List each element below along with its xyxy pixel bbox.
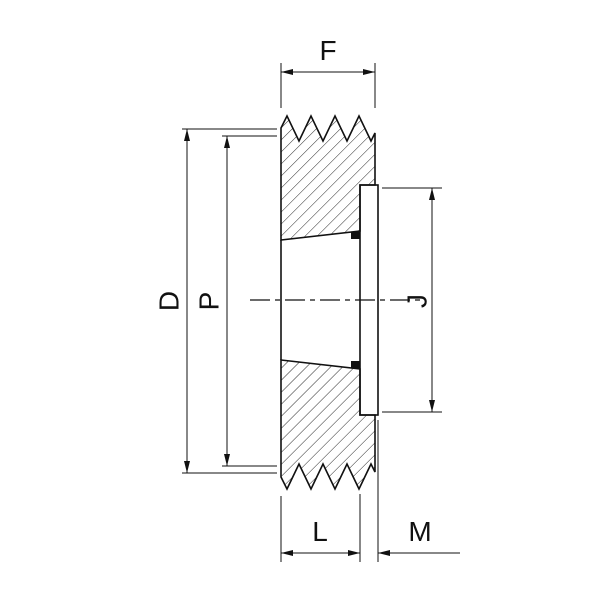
bore-notch-bottom bbox=[351, 361, 360, 368]
dim-label-P: P bbox=[193, 292, 224, 311]
arrowhead-left bbox=[378, 550, 390, 556]
pulley-rim-lower-section bbox=[280, 359, 376, 491]
dim-label-L: L bbox=[312, 516, 328, 547]
bore-notch-top bbox=[351, 232, 360, 239]
dim-label-F: F bbox=[319, 35, 336, 66]
pulley-rim-upper-section bbox=[280, 114, 376, 241]
dimension-P: P bbox=[193, 135, 277, 467]
arrowhead-left bbox=[281, 69, 293, 75]
arrowhead-left bbox=[281, 550, 293, 556]
arrowhead-right bbox=[348, 550, 360, 556]
dim-label-J: J bbox=[401, 294, 432, 308]
arrowhead-bottom bbox=[184, 461, 190, 473]
arrowhead-bottom bbox=[429, 400, 435, 412]
dim-label-D: D bbox=[153, 291, 184, 311]
arrowhead-right bbox=[363, 69, 375, 75]
dimension-M: M bbox=[377, 420, 460, 562]
arrowhead-top bbox=[429, 188, 435, 200]
arrowhead-top bbox=[224, 136, 230, 148]
dim-label-M: M bbox=[408, 516, 431, 547]
arrowhead-bottom bbox=[224, 454, 230, 466]
dimension-D: D bbox=[153, 128, 277, 474]
dimension-L: L bbox=[280, 494, 361, 562]
dimension-F: F bbox=[280, 35, 376, 108]
pulley-body bbox=[250, 114, 425, 491]
arrowhead-top bbox=[184, 129, 190, 141]
dimension-J: J bbox=[382, 187, 442, 413]
